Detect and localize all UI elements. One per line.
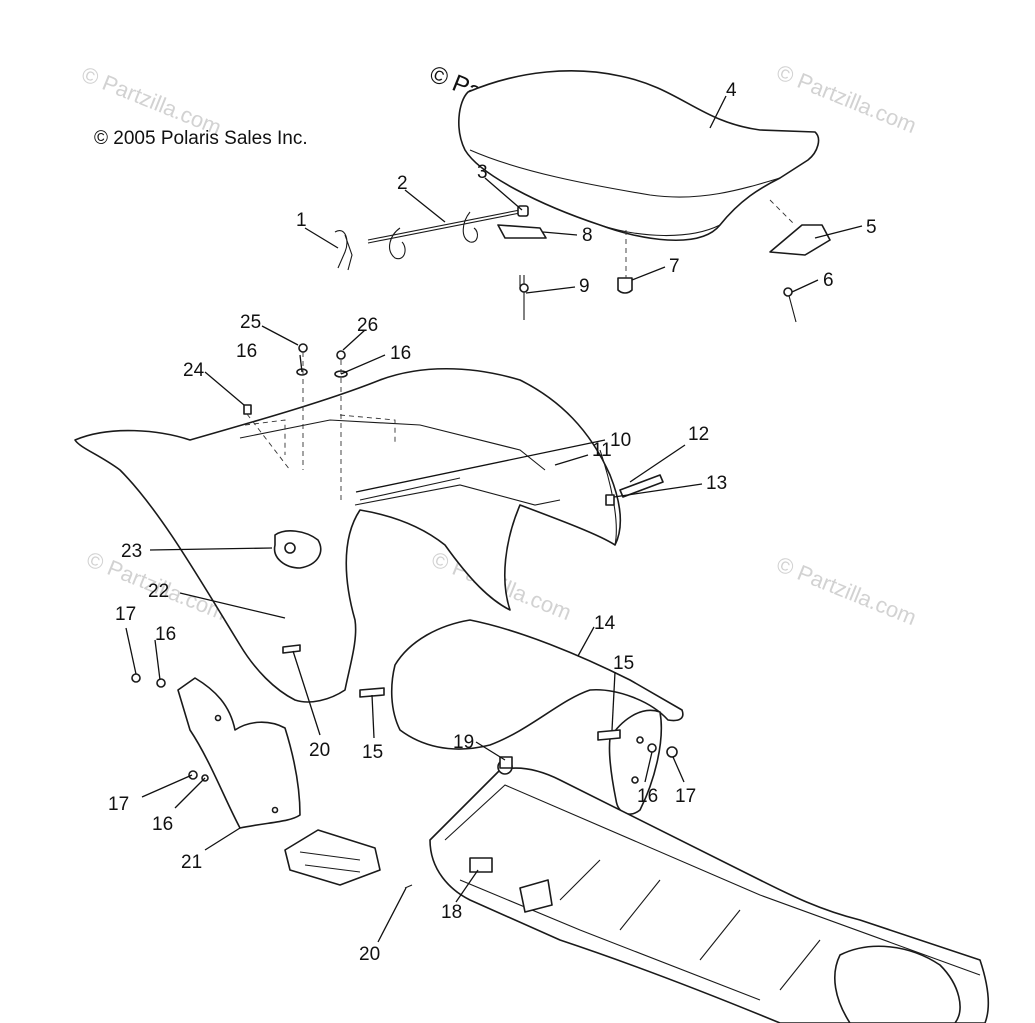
seat-part [458,70,820,241]
callout-17-bottom-left: 17 [108,794,129,815]
callout-17-mid-left: 17 [115,604,136,625]
callout-4: 4 [726,80,737,101]
callout-22: 22 [148,581,169,602]
callout-15-left: 15 [362,742,383,763]
callout-13: 13 [706,473,727,494]
callout-21: 21 [181,852,202,873]
callout-19: 19 [453,732,474,753]
callout-16-mid-left: 16 [155,624,176,645]
callout-10: 10 [610,430,631,451]
callout-16-top-right: 16 [390,343,411,364]
watermark-top-right: © Partzilla.com [773,59,920,138]
hardware-parts [131,275,678,782]
callout-14: 14 [594,613,616,634]
callout-26: 26 [357,315,378,336]
copyright-notice: © 2005 Polaris Sales Inc. [94,128,308,149]
callout-18: 18 [441,902,462,923]
leader-lines [125,95,863,943]
frame-part [429,759,990,1023]
callout-5: 5 [866,217,877,238]
callout-1: 1 [296,210,307,231]
callout-16-bottom-left: 16 [152,814,173,835]
callout-20-upper: 20 [309,740,330,761]
callout-17-right: 17 [675,786,696,807]
seat-latch-assembly [334,199,831,323]
callout-9: 9 [579,276,590,297]
mud-flap-part [177,677,301,829]
heel-plate-part [284,829,413,889]
callout-8: 8 [582,225,593,246]
callout-3: 3 [477,162,488,183]
callout-25: 25 [240,312,261,333]
callout-6: 6 [823,270,834,291]
callout-15-right: 15 [613,653,634,674]
callout-16-right: 16 [637,786,658,807]
callout-24: 24 [183,360,205,381]
watermark-mid-right: © Partzilla.com [773,551,920,630]
callout-20-lower: 20 [359,944,380,965]
callout-11: 11 [592,440,612,461]
callout-labels: 1 2 3 4 5 6 7 8 9 10 11 12 13 14 15 15 1… [108,80,877,965]
footwell-part [390,619,684,815]
callout-23: 23 [121,541,142,562]
callout-7: 7 [669,256,680,277]
callout-12: 12 [688,424,709,445]
callout-2: 2 [397,173,408,194]
callout-16-top-left: 16 [236,341,257,362]
